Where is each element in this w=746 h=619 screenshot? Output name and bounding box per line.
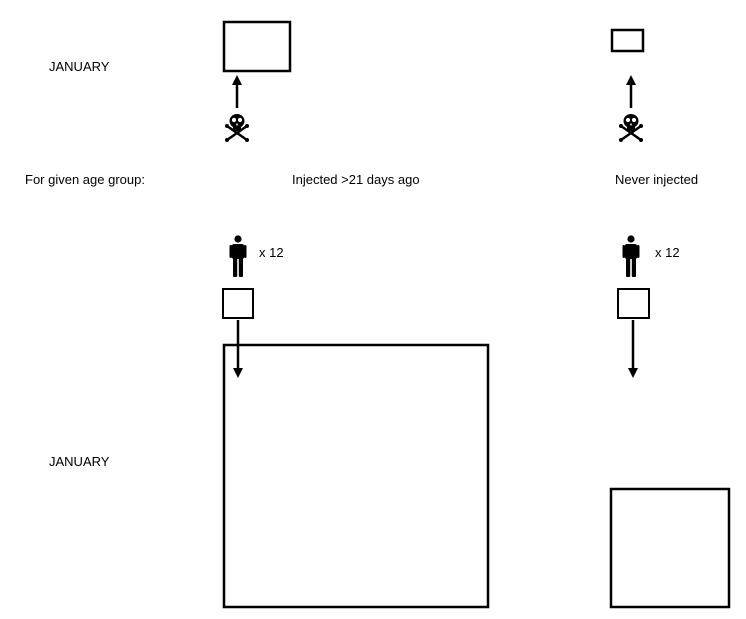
population-box-never-injected xyxy=(609,487,731,609)
multiplier-label-injected: x 12 xyxy=(259,245,284,260)
deaths-box-never-injected xyxy=(610,28,645,53)
person-icon xyxy=(622,235,640,277)
column-heading-injected: Injected >21 days ago xyxy=(292,172,420,187)
month-label-top: JANUARY xyxy=(49,59,110,74)
age-group-label: For given age group: xyxy=(25,172,145,187)
person-icon xyxy=(229,235,247,277)
month-label-bottom: JANUARY xyxy=(49,454,110,469)
population-box-injected xyxy=(222,343,490,609)
skull-and-crossbones-icon xyxy=(223,112,251,144)
column-heading-never-injected: Never injected xyxy=(615,172,699,187)
unit-box-injected xyxy=(222,288,254,319)
skull-and-crossbones-icon xyxy=(617,112,645,144)
unit-box-never-injected xyxy=(617,288,650,319)
multiplier-label-never-injected: x 12 xyxy=(655,245,680,260)
deaths-box-injected xyxy=(222,20,292,73)
